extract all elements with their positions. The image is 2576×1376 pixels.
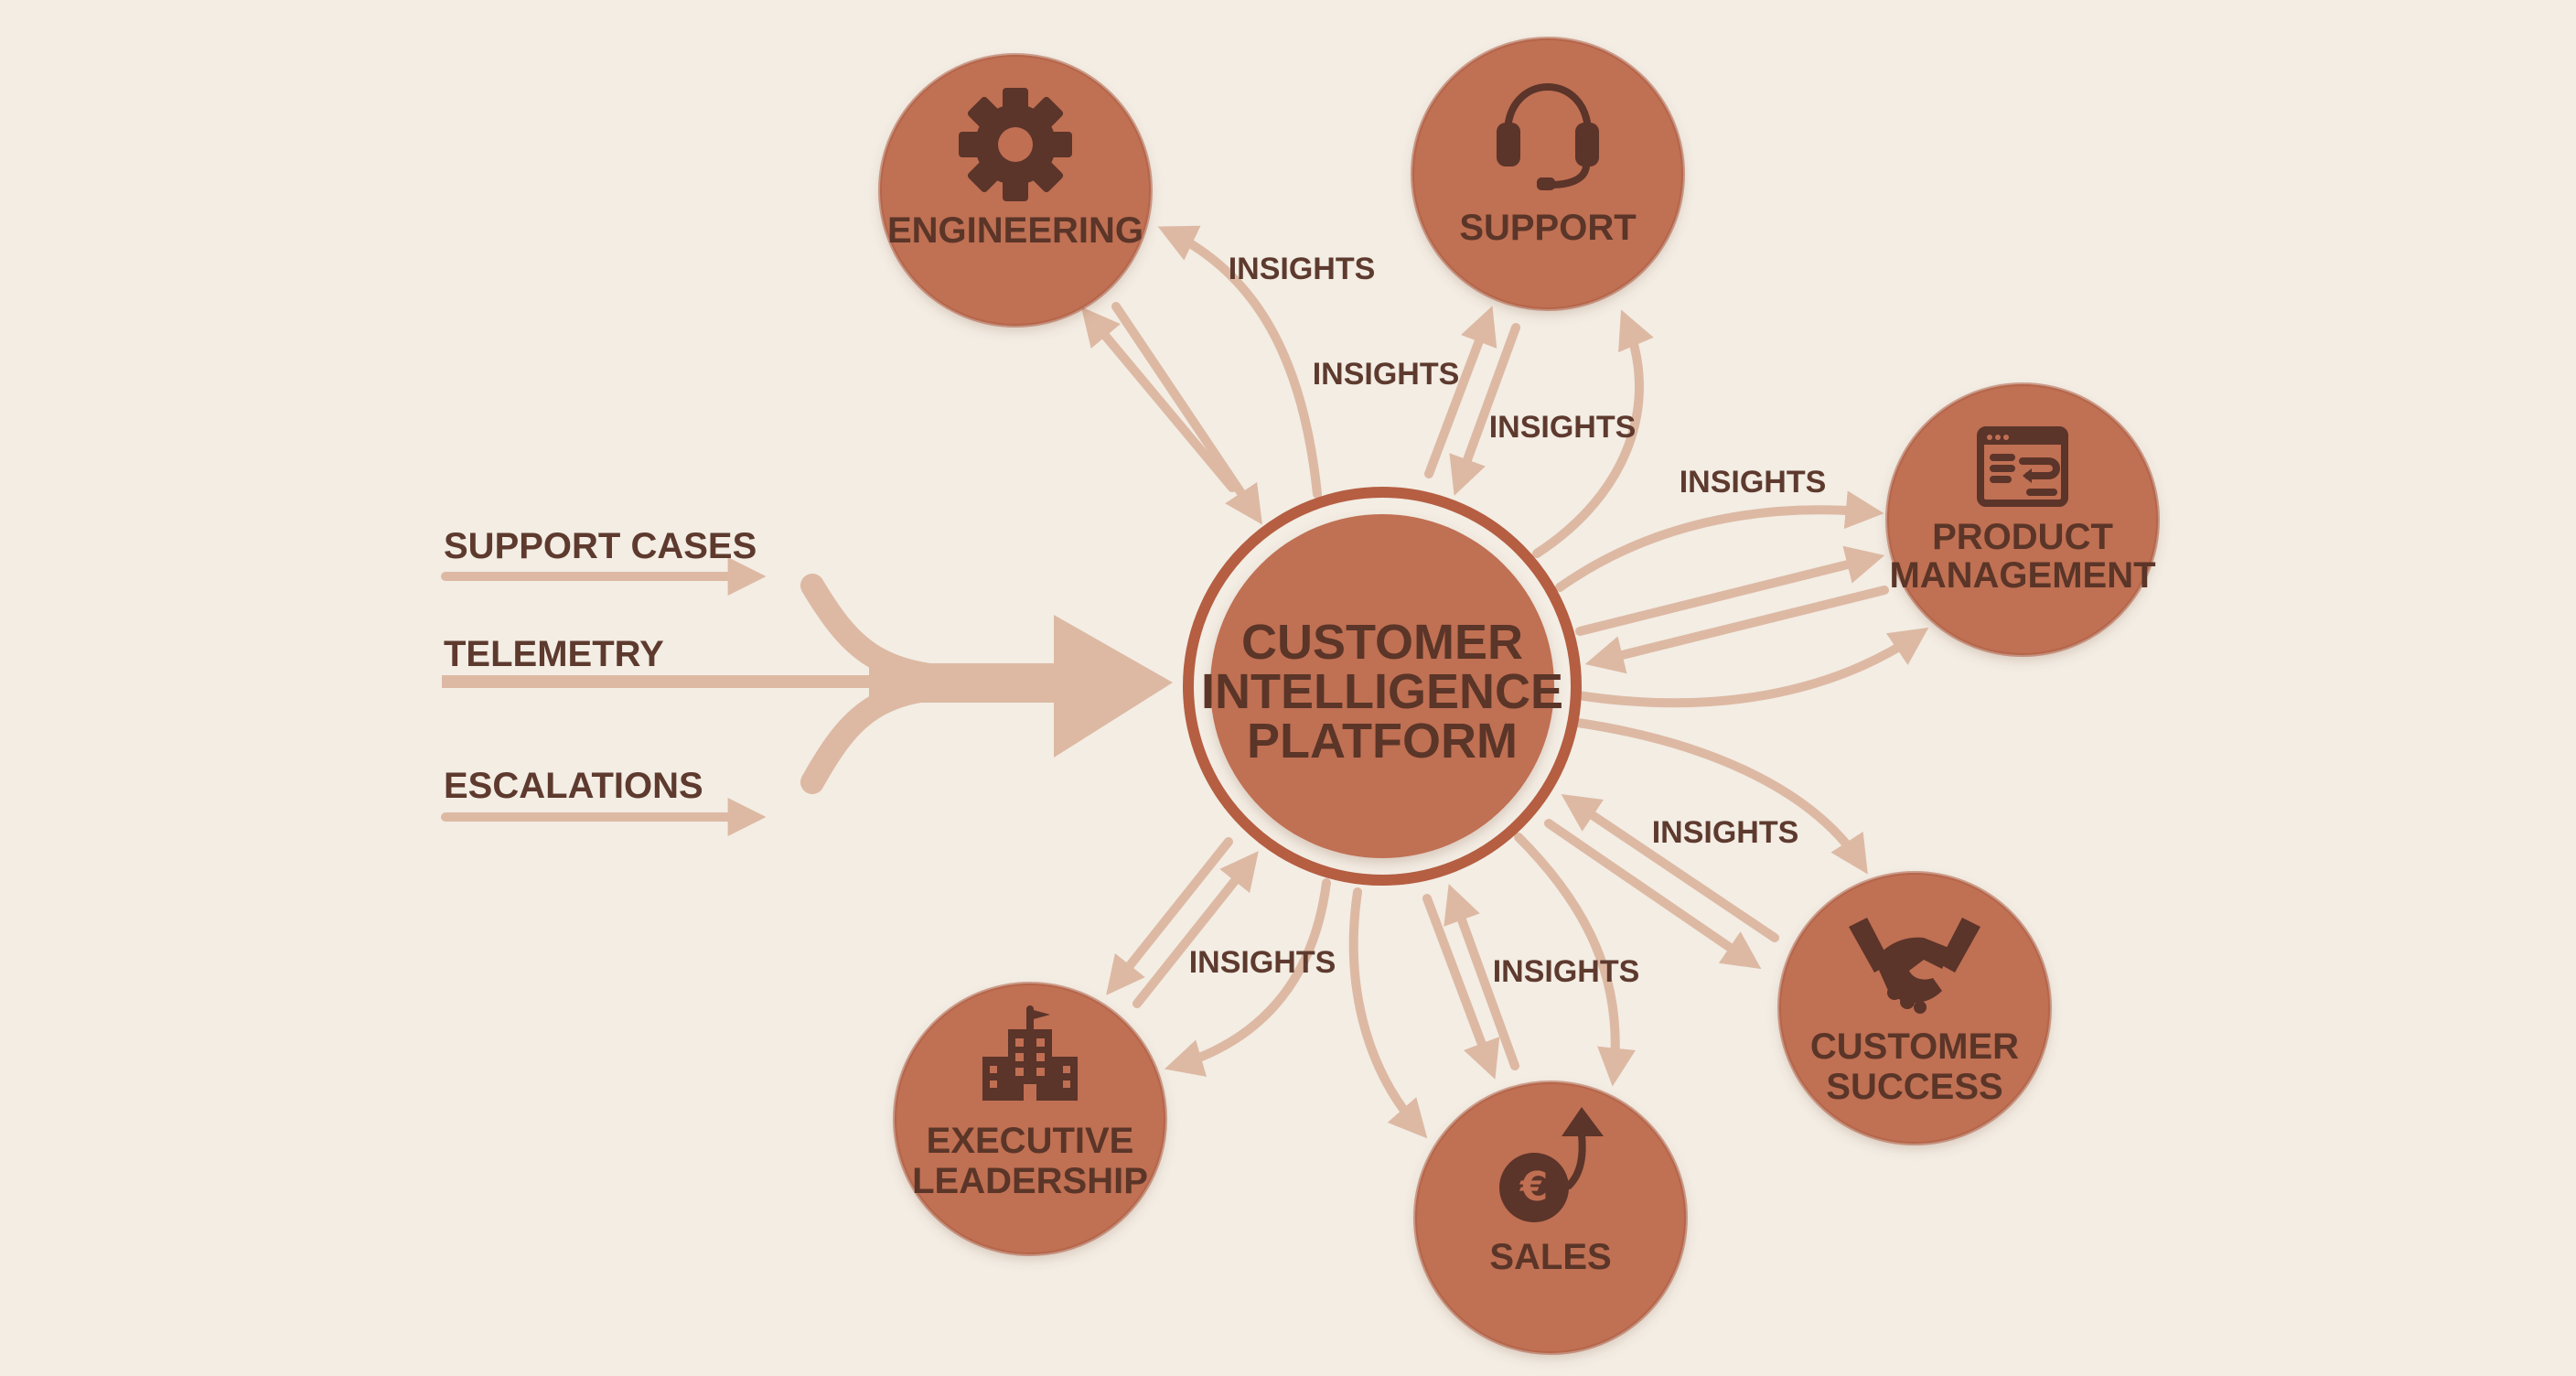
node-customer-success: CUSTOMER SUCCESS (1777, 871, 2052, 1145)
insight-labels: INSIGHTS INSIGHTS INSIGHTS INSIGHTS INSI… (1189, 252, 1827, 989)
connector-insights-engineering (1157, 225, 1322, 499)
node-label-sales: SALES (1489, 1237, 1611, 1277)
connector-insights-customer-success (1573, 718, 1868, 875)
input-label-support-cases: SUPPORT CASES (444, 526, 757, 566)
connector-hub-to-sales (1422, 894, 1500, 1080)
input-label-escalations: ESCALATIONS (444, 766, 703, 806)
connectors (1080, 225, 1929, 1139)
connector-support-to-hub (1449, 323, 1520, 496)
connector-insights-sales (1514, 833, 1636, 1087)
svg-text:€: € (1519, 1164, 1549, 1210)
node-support: SUPPORT (1411, 37, 1685, 311)
merge-arrowhead (1054, 615, 1173, 758)
input-label-telemetry: TELEMETRY (444, 634, 664, 674)
node-label-product-line-2: MANAGEMENT (1889, 555, 2155, 596)
euro-growth-icon: € (1499, 1107, 1604, 1222)
hub-title-line-3: PLATFORM (1247, 714, 1518, 769)
headset-icon (1497, 83, 1599, 190)
connector-hub-to-executive (1106, 837, 1233, 995)
connector-insights-support (1532, 309, 1654, 558)
connector-engineering-to-hub (1111, 302, 1263, 525)
node-label-product-line-1: PRODUCT (1932, 517, 2113, 557)
insights-label-customer-success: INSIGHTS (1652, 815, 1799, 850)
insights-label-support-in: INSIGHTS (1313, 357, 1460, 392)
node-sales: € SALES (1413, 1080, 1688, 1355)
input-flows (441, 557, 1173, 836)
hub-title-line-2: INTELLIGENCE (1201, 664, 1563, 719)
node-label-executive-line-2: LEADERSHIP (912, 1161, 1148, 1201)
connector-hub-to-customer-success (1544, 819, 1762, 970)
node-label-engineering: ENGINEERING (887, 210, 1143, 251)
node-product-management: PRODUCT MANAGEMENT (1885, 382, 2160, 657)
node-executive-leadership: EXECUTIVE LEADERSHIP (893, 982, 1167, 1256)
connector-insights-product (1555, 490, 1884, 592)
gear-icon (959, 88, 1072, 201)
node-engineering: ENGINEERING (878, 53, 1153, 328)
connector-hub-to-sales-outer (1348, 887, 1428, 1139)
node-label-executive-line-1: EXECUTIVE (927, 1121, 1134, 1161)
connector-customer-success-to-hub (1561, 793, 1779, 942)
insights-label-support-out: INSIGHTS (1489, 410, 1637, 445)
hub-title-line-1: CUSTOMER (1241, 615, 1523, 670)
browser-workflow-icon (1977, 426, 2068, 507)
insights-label-product: INSIGHTS (1680, 465, 1827, 500)
node-label-support: SUPPORT (1459, 208, 1636, 248)
insights-label-sales: INSIGHTS (1493, 954, 1640, 989)
connector-hub-to-support (1424, 306, 1497, 478)
hub-node: CUSTOMER INTELLIGENCE PLATFORM (1183, 487, 1582, 886)
connector-product-feedback (1573, 627, 1929, 708)
insights-label-executive: INSIGHTS (1189, 945, 1336, 980)
handshake-icon (1849, 918, 1980, 1014)
connector-hub-to-engineering (1080, 306, 1237, 492)
connector-sales-to-hub (1444, 884, 1519, 1070)
node-label-customer-success-line-1: CUSTOMER (1810, 1027, 2019, 1067)
connector-product-to-hub (1584, 586, 1889, 674)
insights-label-engineering: INSIGHTS (1229, 252, 1376, 286)
office-building-icon (982, 1005, 1078, 1101)
merge-trunk (869, 663, 1061, 703)
connector-hub-to-product (1575, 545, 1885, 636)
node-label-customer-success-line-2: SUCCESS (1826, 1067, 2002, 1107)
connector-insights-executive (1164, 878, 1331, 1077)
connector-executive-to-hub (1132, 851, 1259, 1008)
